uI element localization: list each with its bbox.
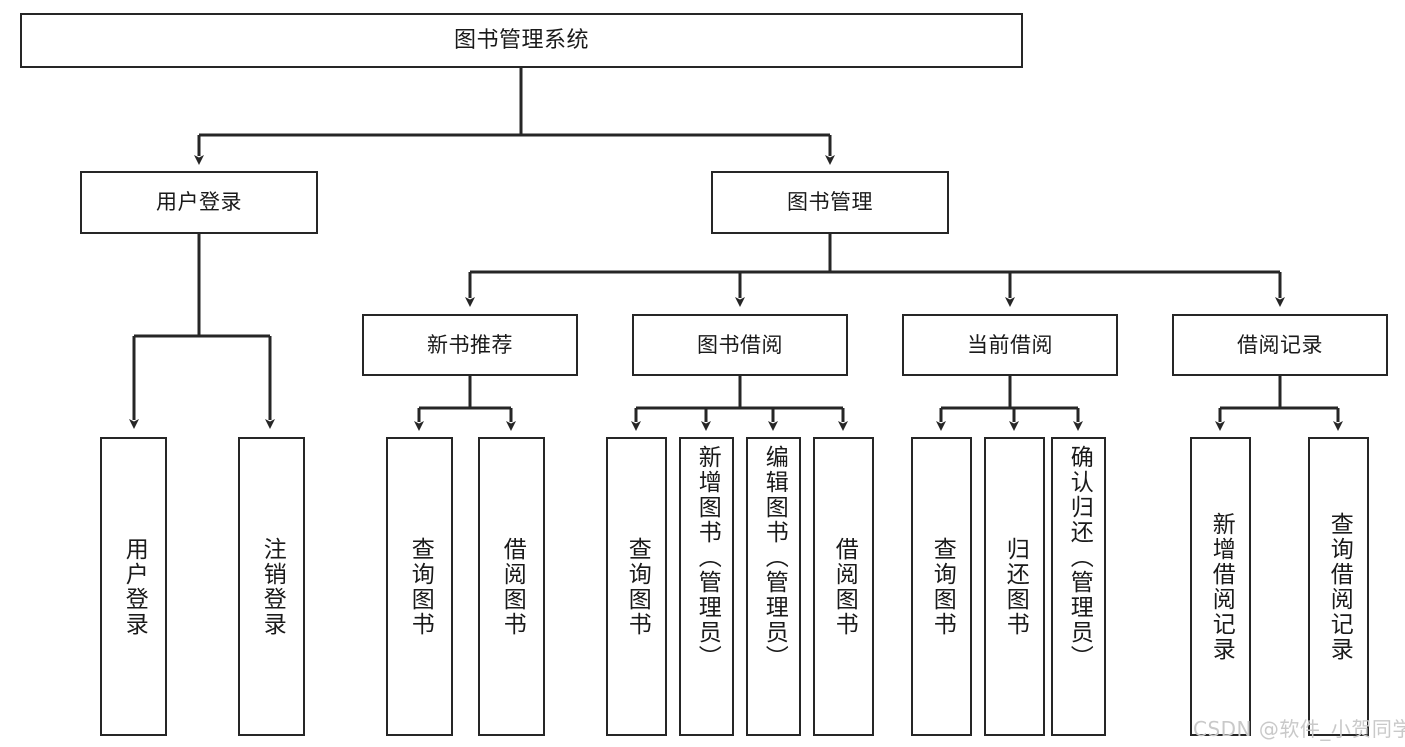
node-book-manage-label: 图书管理 (787, 190, 873, 215)
node-leaf-edit-book-label: 编辑图书（管理员） (761, 445, 788, 670)
node-leaf-query-book-2[interactable]: 查询图书 (606, 437, 667, 736)
node-new-book-rec[interactable]: 新书推荐 (362, 314, 578, 376)
node-leaf-query-book-2-label: 查询图书 (624, 536, 651, 637)
node-current-borrow[interactable]: 当前借阅 (902, 314, 1118, 376)
node-book-borrow[interactable]: 图书借阅 (632, 314, 848, 376)
node-leaf-borrow-book-1[interactable]: 借阅图书 (478, 437, 545, 736)
node-leaf-add-record-label: 新增借阅记录 (1208, 511, 1235, 662)
node-leaf-borrow-book-1-label: 借阅图书 (499, 536, 526, 637)
node-user-login-label: 用户登录 (156, 190, 242, 215)
node-borrow-record[interactable]: 借阅记录 (1172, 314, 1388, 376)
node-root[interactable]: 图书管理系统 (20, 13, 1023, 68)
node-leaf-return-book[interactable]: 归还图书 (984, 437, 1045, 736)
node-leaf-logout[interactable]: 注销登录 (238, 437, 305, 736)
node-leaf-confirm-return-label: 确认归还（管理员） (1066, 445, 1093, 670)
node-leaf-add-record[interactable]: 新增借阅记录 (1190, 437, 1251, 736)
node-leaf-return-book-label: 归还图书 (1002, 536, 1029, 637)
node-leaf-logout-label: 注销登录 (259, 536, 286, 637)
node-book-manage[interactable]: 图书管理 (711, 171, 949, 234)
node-leaf-query-book-3-label: 查询图书 (929, 536, 956, 637)
node-leaf-add-book-label: 新增图书（管理员） (694, 445, 721, 670)
node-borrow-record-label: 借阅记录 (1237, 332, 1323, 357)
node-user-login[interactable]: 用户登录 (80, 171, 318, 234)
node-leaf-query-book-1-label: 查询图书 (407, 536, 434, 637)
node-leaf-borrow-book-2-label: 借阅图书 (831, 536, 858, 637)
node-leaf-user-login-label: 用户登录 (121, 536, 148, 637)
node-new-book-rec-label: 新书推荐 (427, 332, 513, 357)
node-leaf-query-book-3[interactable]: 查询图书 (911, 437, 972, 736)
node-leaf-borrow-book-2[interactable]: 借阅图书 (813, 437, 874, 736)
node-leaf-edit-book[interactable]: 编辑图书（管理员） (746, 437, 801, 736)
csdn-watermark: CSDN @软件_小贺同学 (1193, 717, 1405, 741)
node-root-label: 图书管理系统 (453, 27, 589, 53)
node-leaf-query-record[interactable]: 查询借阅记录 (1308, 437, 1369, 736)
node-leaf-confirm-return[interactable]: 确认归还（管理员） (1051, 437, 1106, 736)
node-current-borrow-label: 当前借阅 (967, 332, 1053, 357)
node-book-borrow-label: 图书借阅 (697, 332, 783, 357)
node-leaf-user-login[interactable]: 用户登录 (100, 437, 167, 736)
node-leaf-query-book-1[interactable]: 查询图书 (386, 437, 453, 736)
node-leaf-add-book[interactable]: 新增图书（管理员） (679, 437, 734, 736)
node-leaf-query-record-label: 查询借阅记录 (1326, 511, 1353, 662)
